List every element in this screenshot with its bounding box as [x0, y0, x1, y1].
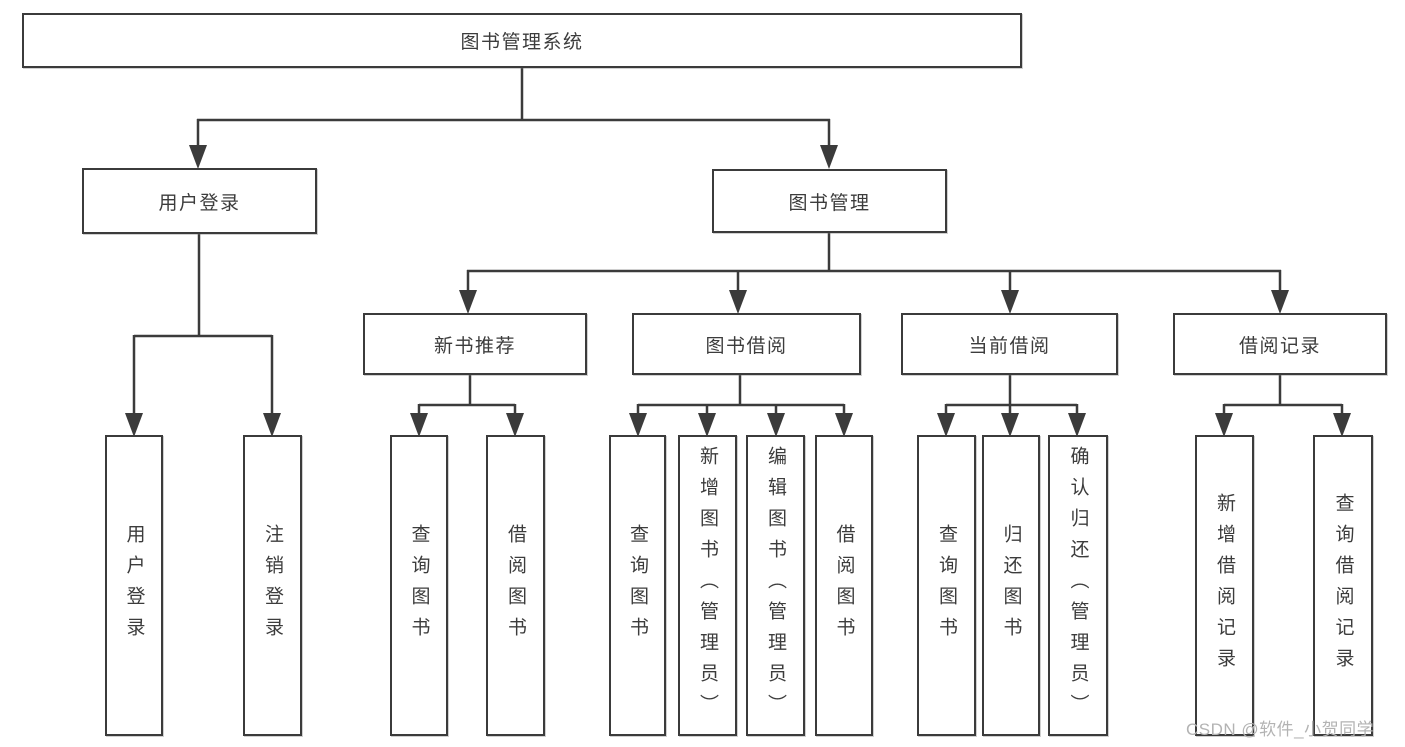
node-current-borrowing: 当前借阅	[901, 313, 1118, 375]
leaf-query-books-recommend: 查询图书	[390, 435, 448, 736]
node-label: 查询图书	[408, 523, 430, 648]
leaf-query-books-current: 查询图书	[917, 435, 976, 736]
node-label: 借阅图书	[833, 523, 855, 648]
node-label: 查询借阅记录	[1332, 492, 1354, 679]
leaf-return-books: 归还图书	[982, 435, 1040, 736]
leaf-confirm-return-admin: 确认归还（管理员）	[1048, 435, 1108, 736]
node-book-borrowing: 图书借阅	[632, 313, 861, 375]
csdn-watermark: CSDN @软件_小贺同学	[1186, 720, 1375, 739]
leaf-borrow-books: 借阅图书	[815, 435, 873, 736]
node-borrowing-records: 借阅记录	[1173, 313, 1387, 375]
leaf-query-books-borrow: 查询图书	[609, 435, 666, 736]
node-user-login: 用户登录	[82, 168, 317, 234]
leaf-query-borrow-record: 查询借阅记录	[1313, 435, 1373, 736]
node-book-management: 图书管理	[712, 169, 947, 233]
node-label: 查询图书	[936, 523, 957, 648]
leaf-user-login: 用户登录	[105, 435, 163, 736]
node-label: 图书借阅	[705, 335, 788, 357]
node-label: 注销登录	[262, 523, 283, 648]
leaf-add-books-admin: 新增图书（管理员）	[678, 435, 737, 736]
node-label: 新书推荐	[433, 335, 516, 357]
node-library-management-system: 图书管理系统	[22, 13, 1022, 68]
leaf-edit-books-admin: 编辑图书（管理员）	[746, 435, 805, 736]
leaf-borrow-books-recommend: 借阅图书	[486, 435, 545, 736]
node-label: 新增图书（管理员）	[697, 446, 718, 725]
node-label: 图书管理系统	[460, 32, 584, 53]
node-label: 当前借阅	[968, 335, 1051, 357]
leaf-logout: 注销登录	[243, 435, 302, 736]
node-label: 借阅图书	[505, 523, 526, 648]
leaf-add-borrow-record: 新增借阅记录	[1195, 435, 1254, 736]
node-label: 归还图书	[1000, 523, 1022, 648]
node-label: 用户登录	[123, 523, 145, 648]
node-label: 用户登录	[158, 192, 241, 214]
node-new-book-recommendation: 新书推荐	[363, 313, 587, 375]
node-label: 图书管理	[788, 192, 871, 214]
node-label: 新增借阅记录	[1214, 492, 1235, 679]
node-label: 借阅记录	[1238, 335, 1321, 357]
node-label: 编辑图书（管理员）	[765, 446, 786, 725]
node-label: 确认归还（管理员）	[1067, 446, 1089, 725]
node-label: 查询图书	[627, 523, 648, 648]
